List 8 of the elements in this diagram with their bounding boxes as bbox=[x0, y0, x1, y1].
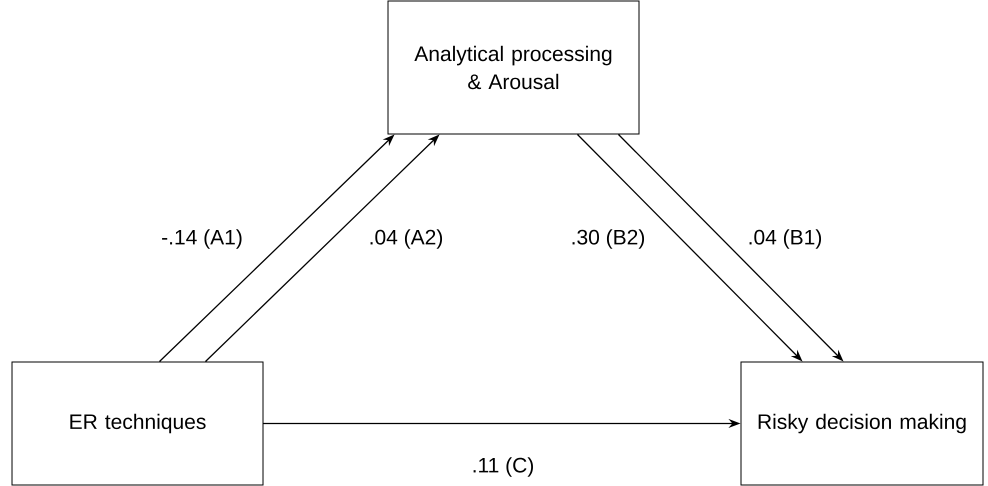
process-box: ER techniques bbox=[12, 361, 264, 486]
edge-label: .30 (B2) bbox=[568, 227, 648, 251]
edge-label: .04 (A2) bbox=[366, 227, 446, 251]
edge-label: .11 (C) bbox=[470, 455, 536, 479]
edge-label: .04 (B1) bbox=[746, 227, 824, 251]
edge-label: -.14 (A1) bbox=[159, 227, 245, 251]
process-box: Risky decision making bbox=[740, 361, 984, 486]
process-box: Analytical processing & Arousal bbox=[388, 0, 640, 134]
